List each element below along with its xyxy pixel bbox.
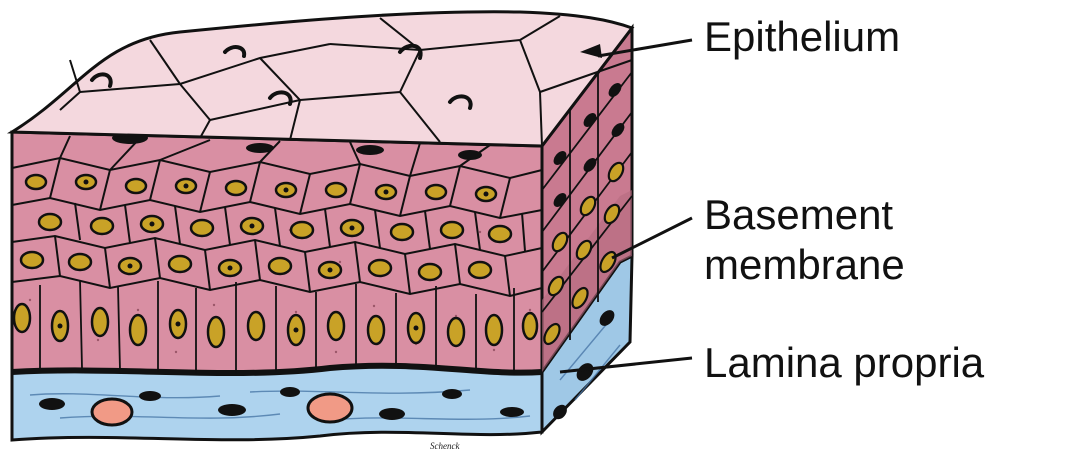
label-basement-membrane: Basement membrane (704, 190, 905, 290)
label-lamina-propria: Lamina propria (704, 338, 984, 388)
label-epithelium: Epithelium (704, 12, 900, 62)
label-basement-membrane-line2: membrane (704, 240, 905, 290)
epithelium-top-surface (12, 12, 632, 146)
label-basement-membrane-line1: Basement (704, 190, 905, 240)
epithelium-front-face (12, 132, 542, 374)
artist-signature: Schenck (430, 441, 459, 451)
